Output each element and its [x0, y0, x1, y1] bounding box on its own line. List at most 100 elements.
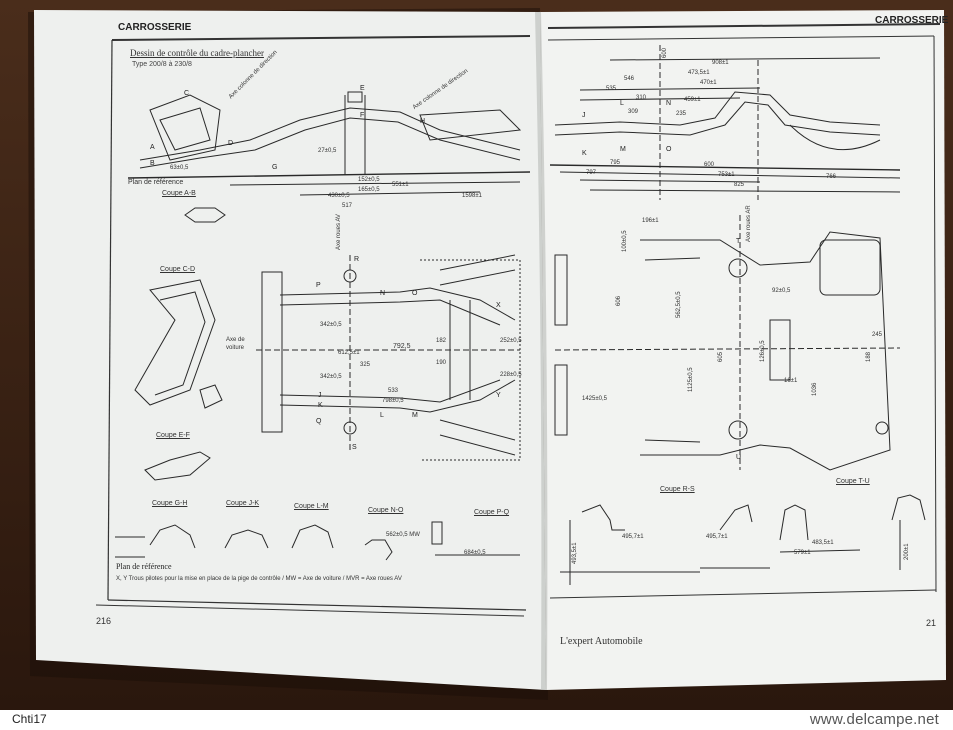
- section-label-rs: Coupe R-S: [660, 486, 695, 493]
- section-label-pq: Coupe P-Q: [474, 509, 510, 516]
- letter-k: K: [318, 402, 323, 409]
- right-dim-196: 196±1: [642, 218, 659, 224]
- dim-182: 182: [436, 338, 447, 344]
- dim-533: 533: [388, 388, 399, 394]
- letter-m: M: [412, 412, 418, 419]
- right-dim-546: 546: [624, 76, 635, 82]
- right-dim-600: 600: [704, 162, 715, 168]
- left-footnote: X, Y Trous pilotes pour la mise en place…: [116, 576, 402, 582]
- right-dim-797: 797: [586, 170, 597, 176]
- left-page-subtitle: Type 200/8 à 230/8: [132, 61, 192, 68]
- right-dim-310: 310: [636, 95, 647, 101]
- dim-228: 228±0,5: [500, 372, 522, 378]
- letter-n: N: [380, 290, 386, 297]
- right-dim-4835: 483,5±1: [812, 540, 834, 546]
- section-label-lm: Coupe L-M: [294, 503, 329, 510]
- dim-165: 165±0,5: [358, 187, 380, 193]
- dim-684: 684±0,5: [464, 550, 486, 556]
- right-dim-766: 766: [826, 174, 837, 180]
- dim-562: 562±0,5 MW: [386, 532, 420, 538]
- side-profile-rear-drawing: [549, 45, 901, 200]
- section-label-tu: Coupe T-U: [836, 478, 870, 485]
- dim-63: 63±0,5: [170, 165, 189, 171]
- dim-1598: 1598±1: [462, 193, 482, 199]
- letter-f: F: [360, 112, 365, 119]
- right-dim-606: 606: [616, 295, 622, 306]
- right-dim-16: 16±1: [784, 378, 798, 384]
- section-label-ef: Coupe E-F: [156, 432, 190, 439]
- right-letter-u: U: [736, 454, 742, 461]
- right-letter-k: K: [582, 150, 587, 157]
- dim-798: 798±0,5: [382, 398, 404, 404]
- side-profile-drawing: [127, 91, 531, 196]
- watermark-strip: [0, 710, 953, 730]
- left-page-title: Dessin de contrôle du cadre-plancher: [130, 48, 264, 58]
- letter-e: E: [360, 85, 365, 92]
- right-dim-605: 605: [718, 351, 724, 362]
- right-letter-m: M: [620, 146, 626, 153]
- right-dim-579: 579±1: [794, 550, 811, 556]
- section-label-no: Coupe N-O: [368, 507, 404, 514]
- letter-s: S: [352, 444, 357, 451]
- right-dim-600-vertical: 600: [662, 47, 668, 58]
- right-dim-825: 825: [734, 182, 745, 188]
- letter-c: C: [184, 90, 190, 97]
- letter-j: J: [318, 392, 322, 399]
- right-dim-753: 753±1: [718, 172, 735, 178]
- right-page-header: CARROSSERIE: [875, 15, 949, 26]
- letter-d: D: [228, 140, 234, 147]
- right-dim-100: 100±0,5: [622, 230, 628, 252]
- right-dim-126: 126±0,5: [760, 340, 766, 362]
- left-page: [34, 10, 546, 690]
- right-dim-1125: 1125±0,5: [688, 367, 694, 392]
- left-page-number: 216: [96, 616, 112, 626]
- right-dim-4957-a: 495,7±1: [622, 534, 644, 540]
- letter-x: X: [496, 302, 501, 309]
- letter-g: G: [272, 164, 278, 171]
- site-watermark: www.delcampe.net: [809, 711, 939, 728]
- section-label-jk: Coupe J-K: [226, 500, 260, 507]
- right-letter-t: T: [736, 238, 741, 245]
- right-dim-470: 470±1: [700, 80, 717, 86]
- letter-q: Q: [316, 418, 322, 425]
- letter-b: B: [150, 160, 155, 167]
- uploader-name: Chti17: [12, 712, 47, 726]
- dim-325: 325: [360, 362, 371, 368]
- dim-27: 27±0,5: [318, 148, 337, 154]
- plan-view-drawing: [256, 254, 521, 461]
- dim-517: 517: [342, 203, 353, 209]
- right-dim-4957-b: 495,7±1: [706, 534, 728, 540]
- right-letter-l: L: [620, 100, 624, 107]
- right-dim-309: 309: [628, 109, 639, 115]
- section-label-ab: Coupe A-B: [162, 190, 196, 197]
- letter-l: L: [380, 412, 384, 419]
- dim-152: 152±0,5: [358, 177, 380, 183]
- dim-252: 252±0,5: [500, 338, 522, 344]
- section-label-cd: Coupe C-D: [160, 266, 196, 273]
- right-dim-200: 200±1: [904, 543, 910, 560]
- right-letter-j: J: [582, 112, 586, 119]
- right-page-number: 21: [926, 618, 937, 628]
- section-drawings-right: [560, 494, 926, 585]
- right-dim-5625: 562,5±0,5: [676, 291, 682, 318]
- dim-7925: 792,5: [393, 343, 411, 350]
- right-dim-1425: 1425±0,5: [582, 396, 607, 402]
- axe-voiture-label: Axe de voiture: [226, 337, 245, 351]
- axe-colonne-label-2: Axe colonne de direction: [412, 68, 470, 111]
- dim-430: 430±0,5: [328, 193, 350, 199]
- right-dim-188: 188: [866, 351, 872, 362]
- letter-p: P: [316, 282, 321, 289]
- section-drawings-left: [115, 207, 520, 561]
- section-label-gh: Coupe G-H: [152, 500, 188, 507]
- right-dim-245: 245: [872, 332, 883, 338]
- letter-h: H: [420, 118, 426, 125]
- dim-6125: 612,5±1: [338, 350, 360, 356]
- right-dim-92: 92±0,5: [772, 288, 791, 294]
- right-page: [540, 10, 946, 690]
- dim-190: 190: [436, 360, 447, 366]
- right-letter-n: N: [666, 100, 672, 107]
- dim-342-b: 342±0,5: [320, 374, 342, 380]
- axe-roues-av-label: Axe roues AV: [336, 214, 342, 250]
- right-dim-1036: 1036: [812, 382, 818, 396]
- right-dim-459: 459±1: [684, 97, 701, 103]
